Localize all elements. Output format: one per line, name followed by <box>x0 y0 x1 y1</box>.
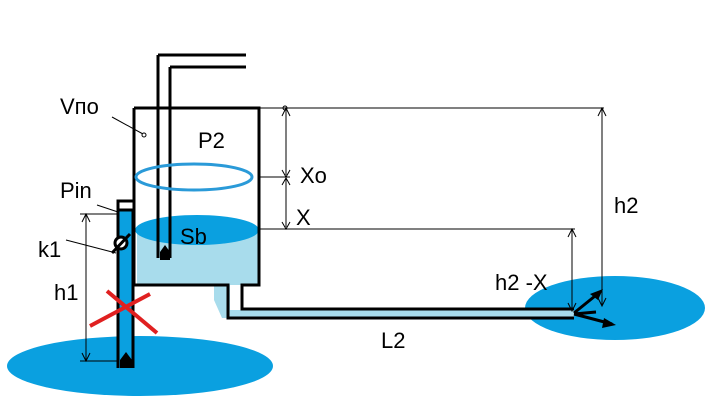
vpo-point <box>141 132 147 138</box>
outflow-arrowhead-a <box>590 289 603 300</box>
h2x-arrow-bottom <box>567 302 577 313</box>
water-surface-sb <box>135 215 259 245</box>
tank-outline-base <box>134 283 574 320</box>
cross-mark-a <box>89 292 151 328</box>
h1-arrow-bottom <box>81 352 91 363</box>
vpo-leader <box>111 116 144 135</box>
label-h1: h1 <box>54 280 78 305</box>
tank-outline <box>134 106 574 311</box>
k1-leader <box>65 239 117 254</box>
x-arrow-bottom <box>281 221 291 231</box>
label-l2: L2 <box>381 328 405 353</box>
h2x-arrow-top <box>567 227 577 238</box>
label-x: X <box>296 205 311 230</box>
tank-outline-lower <box>116 108 136 225</box>
h1-arrow-top <box>81 212 91 223</box>
h2-arrow-bottom <box>597 297 607 308</box>
xo-arrow-top <box>281 106 291 117</box>
cross-mark-b <box>105 289 159 335</box>
h2-arrow-top <box>597 106 607 117</box>
label-p2: P2 <box>198 128 225 153</box>
label-h2: h2 <box>614 193 638 218</box>
label-k1: k1 <box>38 237 61 262</box>
right-water-pool <box>525 276 705 340</box>
outlet-pipe-water <box>214 285 574 318</box>
label-h2-minus-x: h2 -X <box>495 270 548 295</box>
input-arrow-icon <box>120 352 132 368</box>
outflow-arrowhead-b <box>602 318 616 328</box>
label-vpo: Vпо <box>60 94 99 119</box>
x-arrow-top <box>281 176 291 186</box>
label-pin: Pin <box>60 178 92 203</box>
label-sb: Sb <box>180 224 207 249</box>
air-tube-arrow-icon <box>160 245 170 260</box>
float-ring <box>134 162 254 192</box>
left-water-pool <box>7 336 273 396</box>
pin-leader <box>96 204 119 213</box>
valve-k1-handle <box>110 232 132 255</box>
label-xo: Xo <box>300 163 327 188</box>
